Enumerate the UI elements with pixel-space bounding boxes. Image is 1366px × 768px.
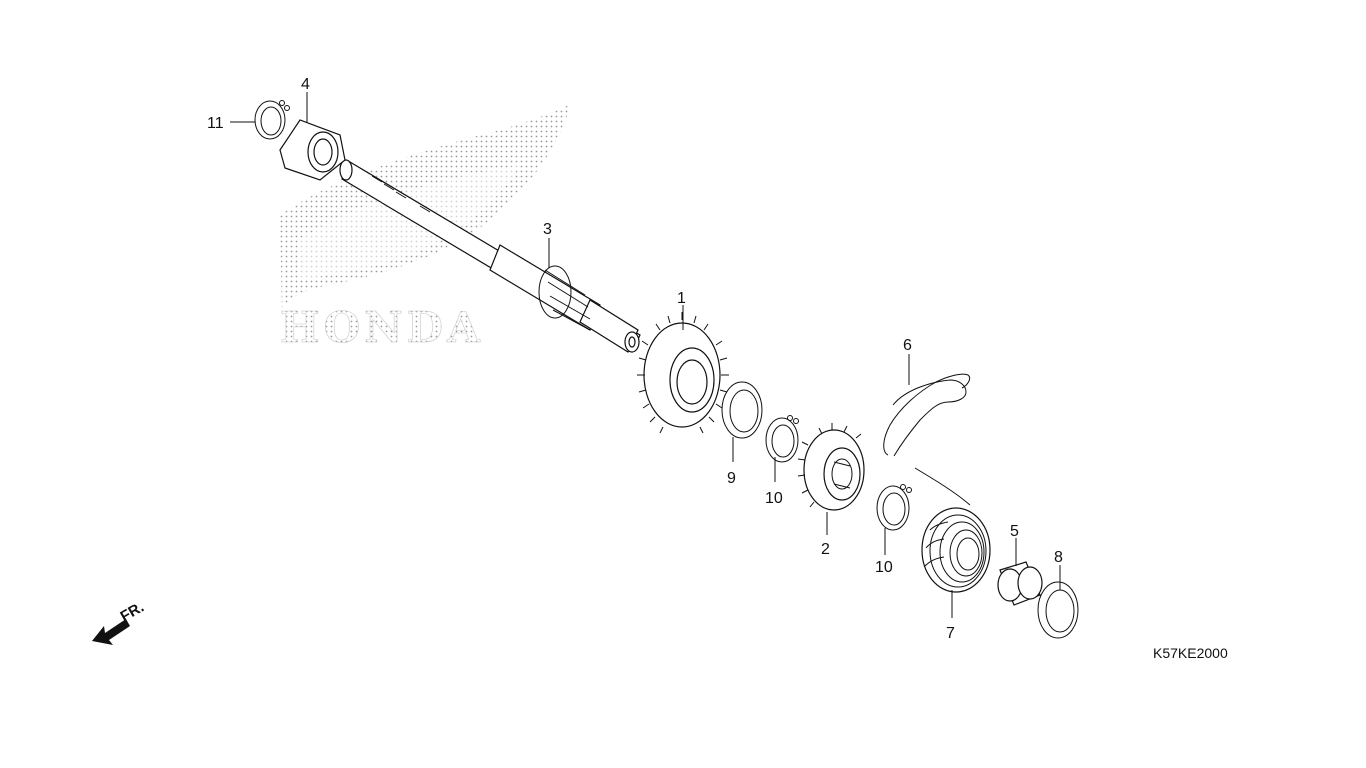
snap-ring-part-11: [254, 100, 290, 140]
callout-11: 11: [207, 115, 224, 132]
washer-part-9: [721, 381, 763, 439]
callout-5: 5: [1010, 523, 1019, 540]
callout-1: 1: [677, 290, 686, 307]
ratchet-gear-part-2: [797, 423, 865, 511]
callout-7: 7: [946, 625, 955, 642]
clip-part-6: [883, 373, 971, 457]
spring-part-7: [914, 467, 991, 593]
callout-10a: 10: [765, 490, 783, 507]
front-direction-indicator: FR.: [92, 599, 147, 645]
callout-3: 3: [543, 221, 552, 238]
callout-9: 9: [727, 470, 736, 487]
diagram-code: K57KE2000: [1153, 645, 1228, 661]
callout-8: 8: [1054, 549, 1063, 566]
callout-10b: 10: [875, 559, 893, 576]
callout-2: 2: [821, 541, 830, 558]
direction-label: FR.: [118, 599, 147, 626]
snap-ring-part-10a: [765, 415, 799, 463]
arrow-left-down-icon: [92, 619, 130, 645]
cam-part-4: [279, 119, 346, 181]
snap-ring-part-10b: [876, 484, 912, 531]
leader-lines: [230, 92, 1061, 618]
svg-text:HONDA: HONDA: [280, 303, 484, 352]
washer-part-8: [1037, 581, 1079, 639]
callout-4: 4: [301, 76, 310, 93]
collar-part-5: [997, 561, 1043, 606]
gear-part-1: [637, 312, 729, 434]
callout-6: 6: [903, 337, 912, 354]
shaft-part-3: [339, 159, 641, 353]
